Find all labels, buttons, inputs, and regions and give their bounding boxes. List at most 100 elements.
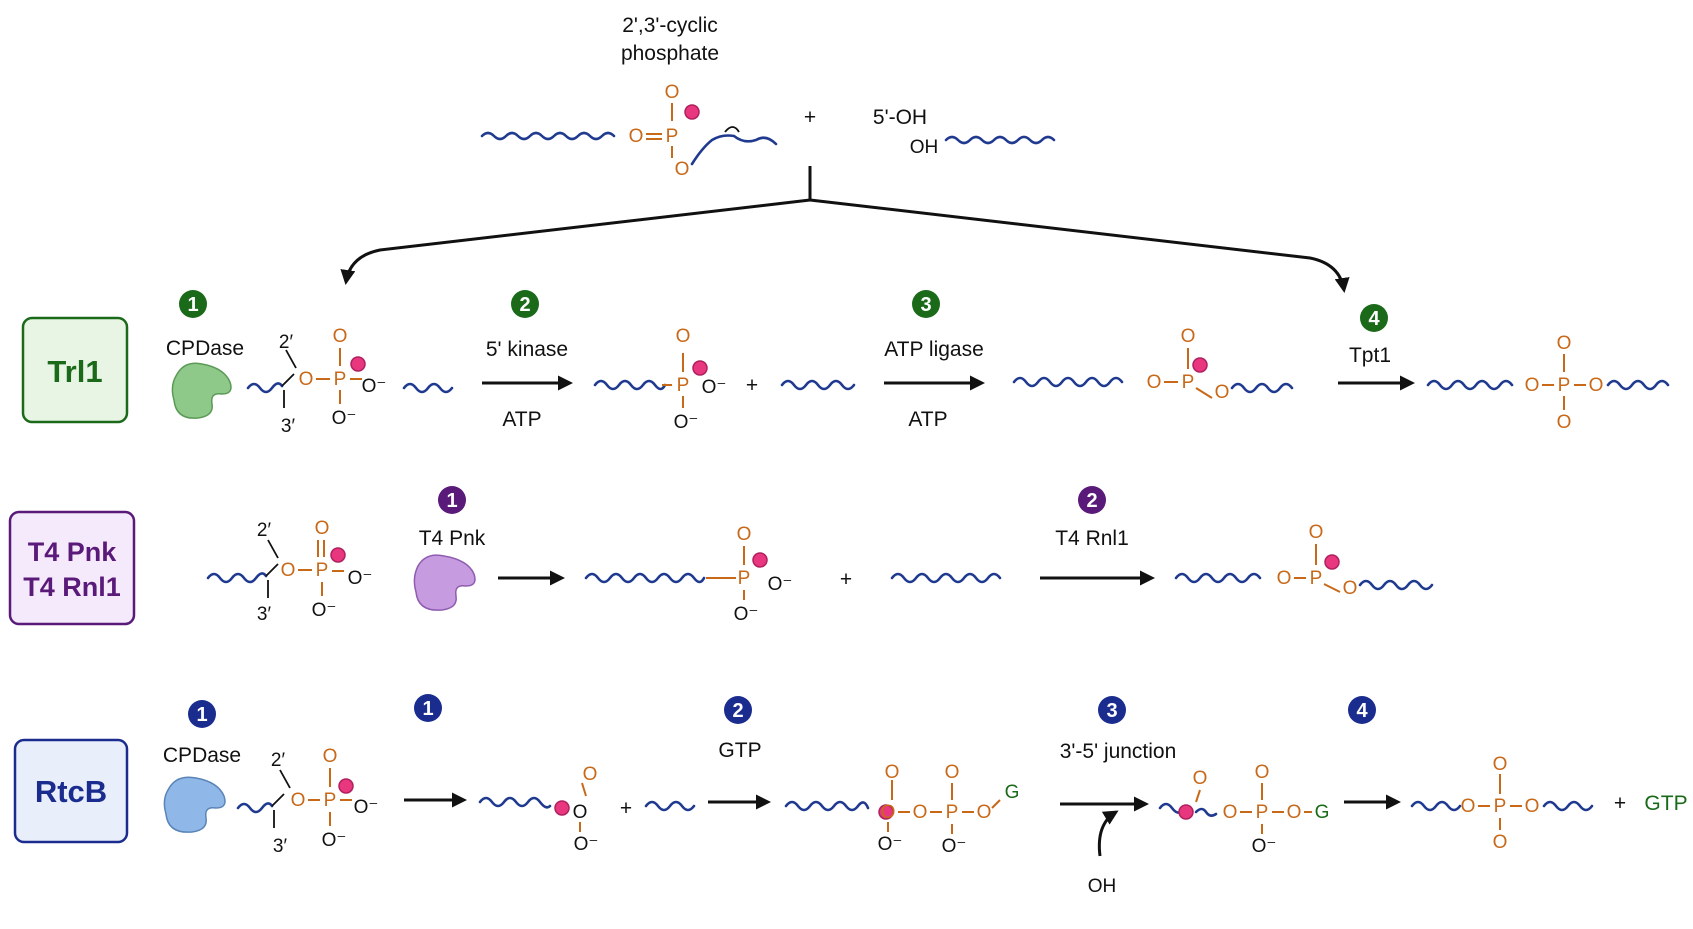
- pink-dot: [338, 778, 354, 794]
- kinase-label: 5' kinase: [486, 338, 568, 361]
- rna-strand: [890, 572, 1002, 584]
- atom-p: P: [738, 568, 751, 589]
- bond: [285, 349, 297, 369]
- atom-o: O: [913, 802, 928, 823]
- bond: [724, 126, 740, 133]
- five-prime-oh-label: 5'-OH: [873, 106, 927, 129]
- plus-sign: +: [840, 568, 852, 591]
- atom-o: O: [1525, 796, 1540, 817]
- atom-o: O: [676, 326, 691, 347]
- bond: [271, 793, 285, 807]
- step-number-badge: [1098, 696, 1126, 724]
- atom-o: O: [1223, 802, 1238, 823]
- rna-strand: [944, 135, 1056, 145]
- rna-strand: [1358, 579, 1434, 591]
- rna-strand: [246, 382, 284, 394]
- rna-strand: [402, 382, 454, 394]
- t4-rnl1-step-label: T4 Rnl1: [1055, 527, 1129, 550]
- step-number-badge: [912, 290, 940, 318]
- atom-o: O: [1493, 754, 1508, 775]
- atom-o: O: [315, 518, 330, 539]
- branch-arrow-right: [809, 198, 1350, 293]
- rna-strand: [644, 800, 696, 812]
- atom-o-minus: O⁻: [734, 604, 759, 625]
- atom-o: O: [1525, 375, 1540, 396]
- bond: [265, 563, 279, 577]
- bond: [281, 373, 295, 387]
- two-prime-label: 2′: [271, 750, 286, 771]
- bond: [1195, 789, 1201, 803]
- step-number: 2: [732, 700, 743, 722]
- plus-sign: +: [804, 106, 816, 129]
- atom-o-minus: O⁻: [332, 408, 357, 429]
- atom-p: P: [1310, 568, 1323, 589]
- three-prime-label: 3′: [281, 416, 296, 437]
- atom-o: O: [573, 802, 588, 823]
- bond: [1323, 583, 1341, 593]
- rtcb-label: RtcB: [35, 774, 107, 809]
- atom-o: O: [1277, 568, 1292, 589]
- two-prime-label: 2′: [257, 520, 272, 541]
- rna-strand: [480, 131, 616, 141]
- oh-label: OH: [1088, 876, 1117, 897]
- bond: [1195, 387, 1213, 399]
- step-number: 4: [1356, 700, 1368, 722]
- atom-o: O: [1557, 333, 1572, 354]
- pink-dot: [554, 800, 570, 816]
- atom-p: P: [1182, 372, 1195, 393]
- atom-o-minus: O⁻: [1252, 836, 1277, 857]
- step-number-badge: [511, 290, 539, 318]
- atom-o: O: [629, 126, 644, 147]
- atom-o: O: [1215, 382, 1230, 403]
- guanosine-label: G: [1315, 802, 1330, 823]
- atom-o: O: [675, 159, 690, 180]
- atp-ligase-label: ATP ligase: [884, 338, 984, 361]
- cpdase-label: CPDase: [163, 744, 241, 767]
- cpdase-label: CPDase: [166, 337, 244, 360]
- atom-o: O: [1343, 578, 1358, 599]
- plus-sign: +: [1614, 792, 1626, 815]
- atom-o: O: [1461, 796, 1476, 817]
- atom-o-minus: O⁻: [354, 797, 379, 818]
- guanosine-label: G: [1005, 782, 1020, 803]
- three-prime-label: 3′: [273, 836, 288, 857]
- pink-dot: [1192, 357, 1208, 373]
- rna-strand: [236, 802, 274, 814]
- pink-dot: [1324, 554, 1340, 570]
- oh-attack-arrow: [1097, 810, 1119, 857]
- atom-p: P: [946, 802, 959, 823]
- cyclic-phosphate-label-1: 2',3'-cyclic: [622, 14, 718, 37]
- t4-pnk-label: T4 Pnk: [28, 537, 118, 567]
- step-number: 3: [1106, 700, 1117, 722]
- t4-box: [8, 510, 136, 626]
- atp-label: ATP: [502, 408, 541, 431]
- row-t4: T4 Pnk T4 Rnl1 2′ 3′ O P O O⁻ O⁻ 1 T4 Pn…: [8, 486, 1434, 626]
- step-number-badge: [1360, 304, 1388, 332]
- pink-dot: [330, 547, 346, 563]
- rna-strand: [780, 379, 856, 391]
- atom-o-minus: O⁻: [362, 376, 387, 397]
- rtcb-box: [13, 738, 129, 844]
- rna-strand: [1426, 379, 1514, 391]
- t4-pnk-step-label: T4 Pnk: [419, 527, 486, 550]
- atom-o: O: [1181, 326, 1196, 347]
- step-number: 1: [196, 704, 207, 726]
- atom-o: O: [1557, 412, 1572, 433]
- atom-p: P: [677, 375, 690, 396]
- rna-strand: [593, 379, 667, 391]
- atom-p: P: [1256, 802, 1269, 823]
- two-prime-label: 2′: [279, 332, 294, 353]
- row-trl1: Trl1 1 CPDase 2′ 3′ O P O O⁻ O⁻ 2 5' kin…: [21, 290, 1670, 437]
- pink-dot: [752, 552, 768, 568]
- atom-o: O: [1287, 802, 1302, 823]
- bond: [991, 799, 1001, 809]
- atom-p: P: [1494, 796, 1507, 817]
- pink-dot: [1178, 804, 1194, 820]
- atom-o: O: [945, 762, 960, 783]
- atp-label: ATP: [908, 408, 947, 431]
- rna-strand: [690, 134, 778, 166]
- rna-strand: [1542, 800, 1594, 812]
- atom-o-minus: O⁻: [574, 834, 599, 855]
